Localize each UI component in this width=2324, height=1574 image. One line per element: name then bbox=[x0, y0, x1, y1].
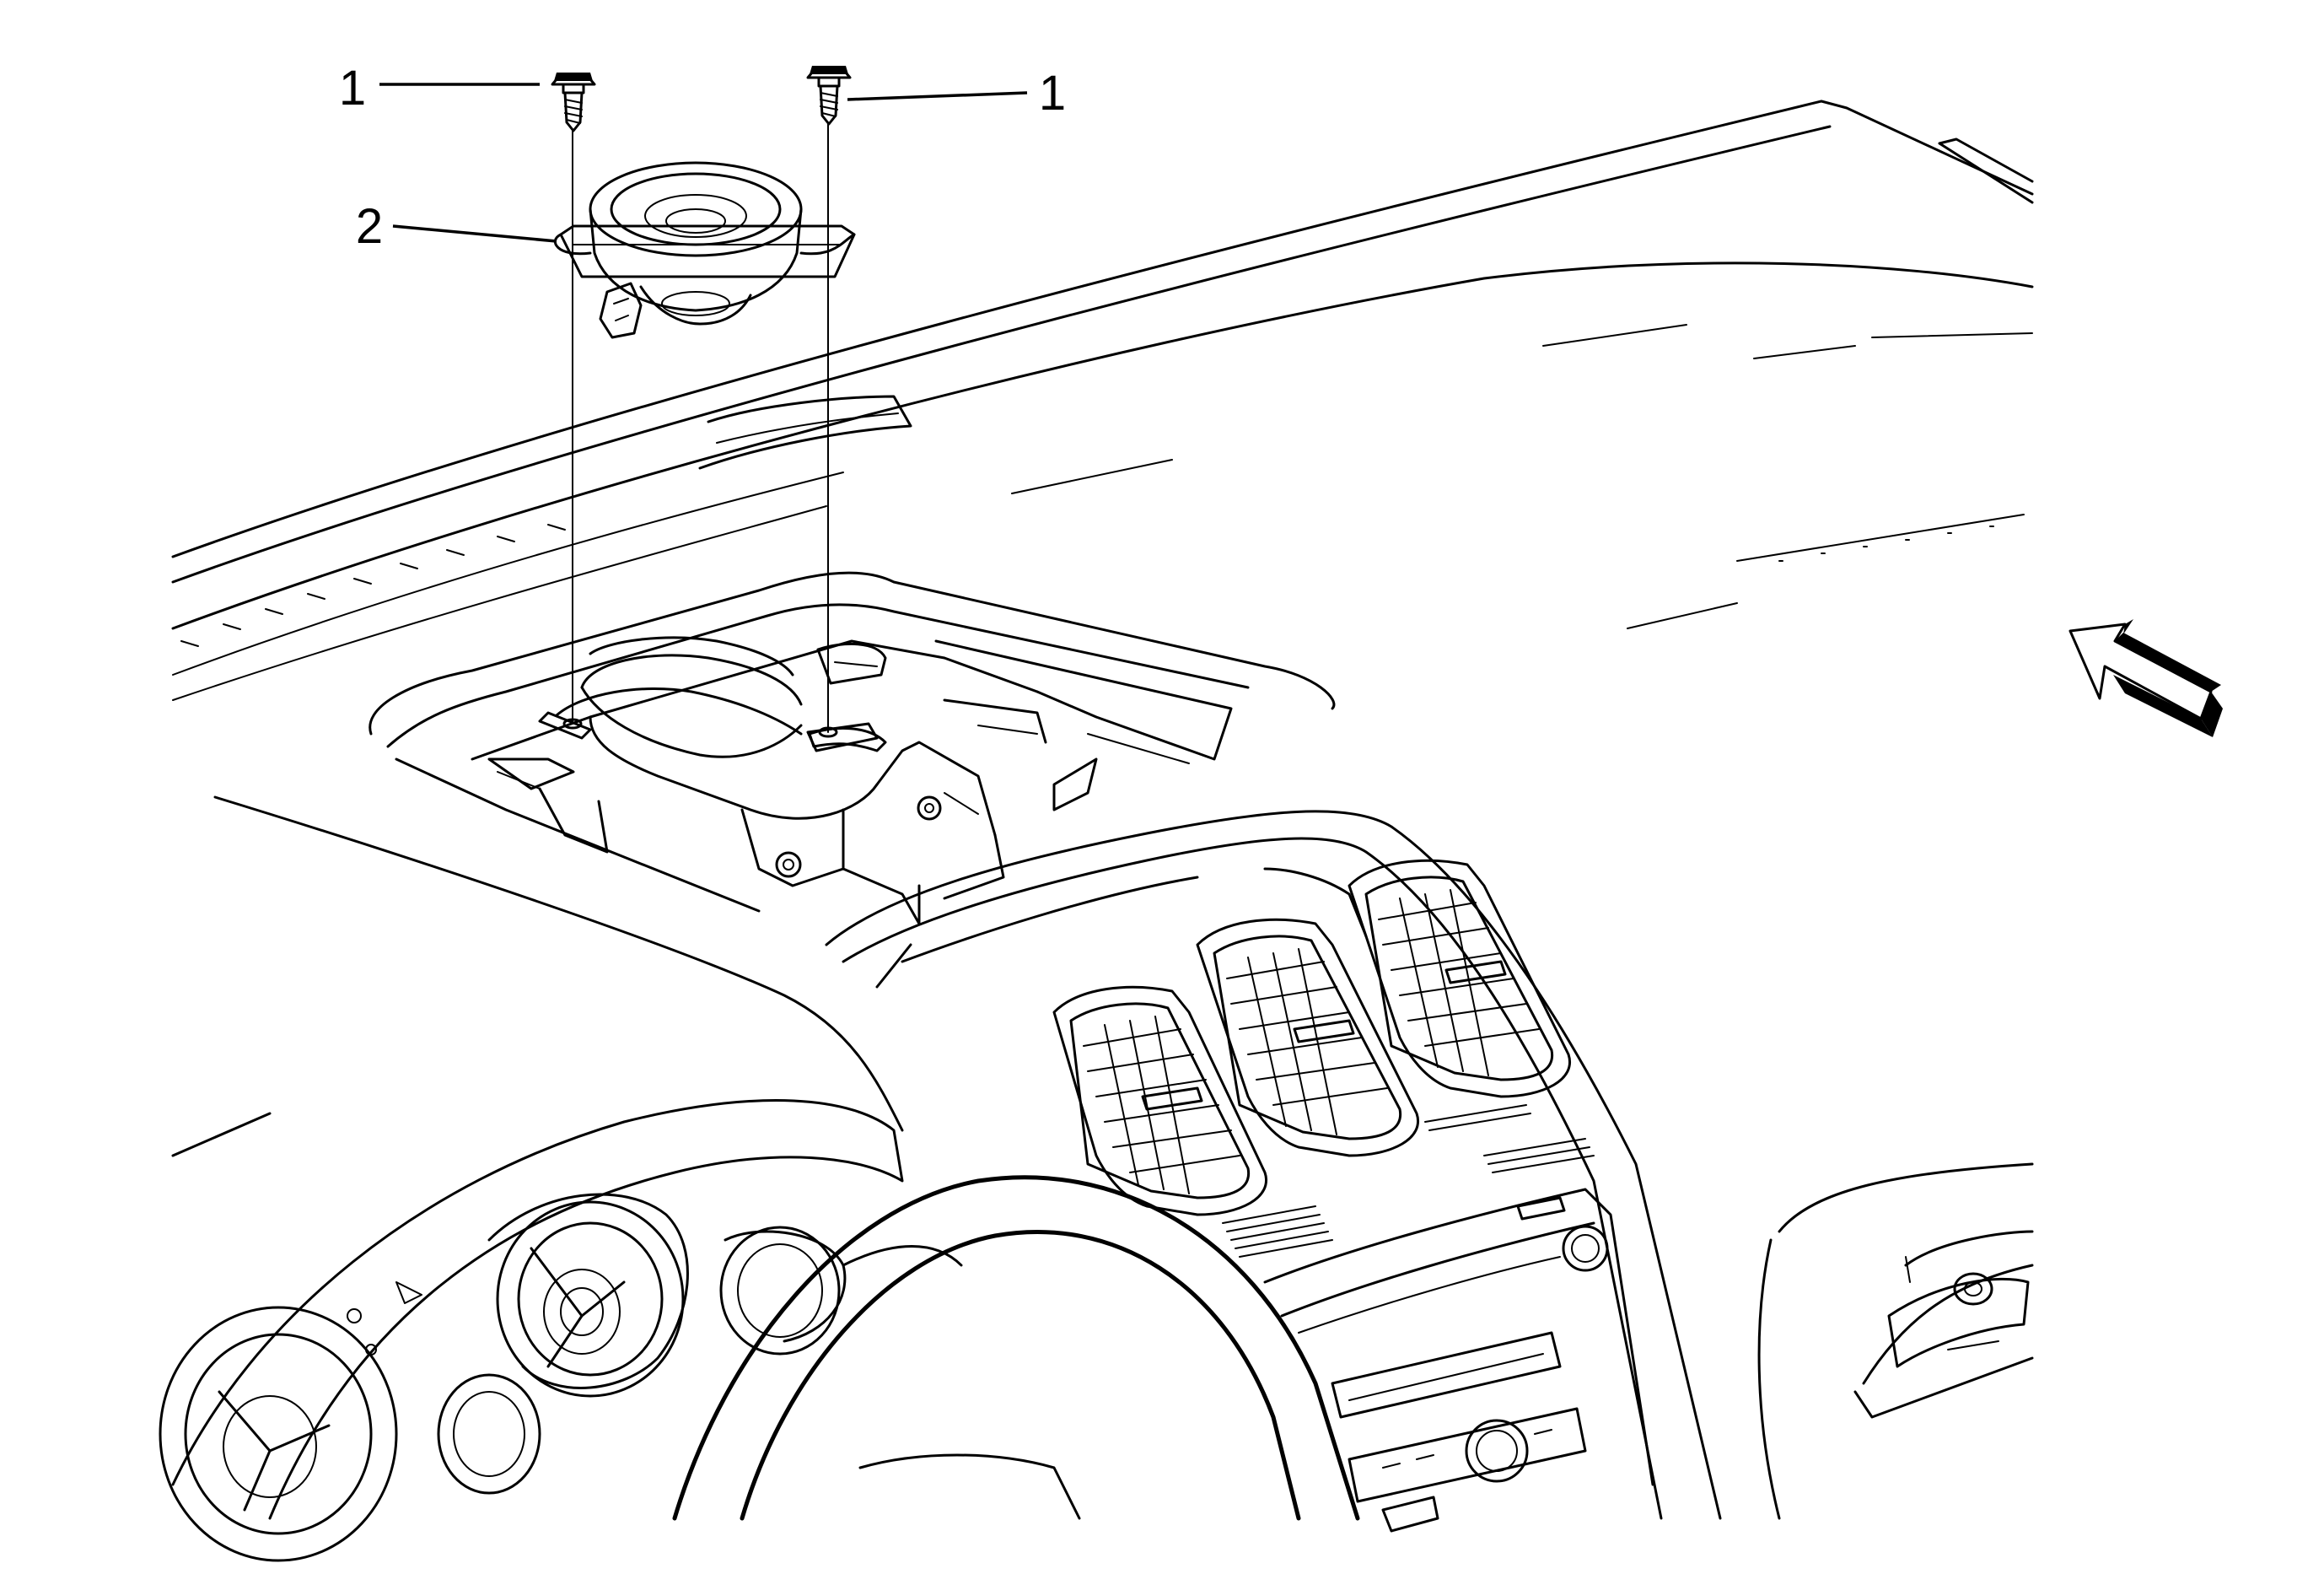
speaker-mounting-seat bbox=[538, 636, 887, 758]
callout-2: 2 bbox=[356, 199, 383, 254]
center-stack-hood bbox=[825, 810, 1722, 1520]
fastener-left bbox=[551, 73, 596, 725]
air-vent-center bbox=[1196, 918, 1419, 1157]
instrument-panel-left-contour bbox=[171, 795, 904, 1157]
leader-line-speaker bbox=[392, 224, 557, 243]
radio-head-unit bbox=[1263, 1188, 1654, 1533]
glove-box-door bbox=[1757, 1162, 2034, 1520]
callout-1-left: 1 bbox=[339, 61, 366, 116]
fastener-holes bbox=[562, 718, 879, 752]
speaker-assembly bbox=[554, 161, 856, 339]
air-vent-left bbox=[1052, 985, 1267, 1216]
callout-1-right: 1 bbox=[1039, 66, 1066, 121]
steering-wheel bbox=[672, 1175, 1360, 1521]
fastener-right bbox=[806, 66, 852, 733]
vent-bezel-grille-texture bbox=[1222, 1104, 1595, 1258]
callout-leaders bbox=[379, 83, 1028, 243]
air-vent-right bbox=[1348, 859, 1571, 1098]
leader-line-right-fastener bbox=[847, 91, 1028, 101]
speaker-opening-cavity bbox=[369, 571, 1336, 925]
instrument-panel-upper-trim bbox=[171, 100, 2034, 701]
view-direction-arrow-icon bbox=[2068, 619, 2223, 737]
instrument-cluster bbox=[159, 1099, 963, 1562]
